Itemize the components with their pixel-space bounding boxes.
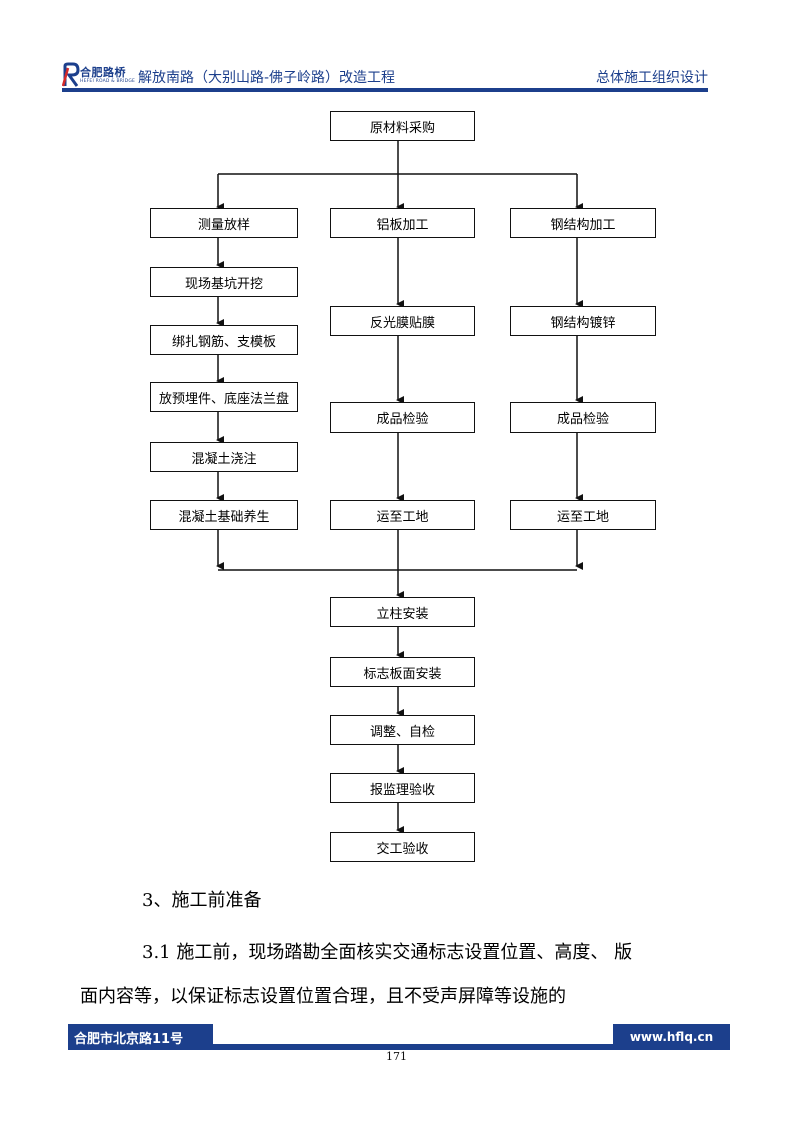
flow-step-bottom-4: 报监理验收 xyxy=(330,773,475,803)
flow-step-middle-4: 运至工地 xyxy=(330,500,475,530)
flow-step-right-2: 钢结构镀锌 xyxy=(510,306,656,336)
flow-step-middle-1: 铝板加工 xyxy=(330,208,475,238)
flow-step-bottom-2: 标志板面安装 xyxy=(330,657,475,687)
flow-step-right-1: 钢结构加工 xyxy=(510,208,656,238)
flow-step-left-5: 混凝土浇注 xyxy=(150,442,298,472)
header-rule xyxy=(62,88,708,92)
flow-step-right-4: 运至工地 xyxy=(510,500,656,530)
page-number: 171 xyxy=(386,1050,407,1063)
flow-step-procurement: 原材料采购 xyxy=(330,111,475,141)
flow-step-left-3: 绑扎钢筋、支模板 xyxy=(150,325,298,355)
logo-text: 合肥路桥 xyxy=(80,66,126,79)
footer-website: www.hflq.cn xyxy=(613,1024,730,1050)
page-footer: 合肥市北京路11号 www.hflq.cn xyxy=(68,1024,730,1050)
company-logo: 合肥路桥 HEFEI ROAD & BRIDGE xyxy=(62,62,136,88)
flow-step-bottom-5: 交工验收 xyxy=(330,832,475,862)
header-title: 解放南路（大别山路-佛子岭路）改造工程 xyxy=(138,70,396,86)
flow-step-middle-3: 成品检验 xyxy=(330,402,475,433)
flow-step-left-4: 放预埋件、底座法兰盘 xyxy=(150,382,298,412)
paragraph-line: 3.1 施工前，现场踏勘全面核实交通标志设置位置、高度、 版 xyxy=(142,942,633,963)
flow-step-left-6: 混凝土基础养生 xyxy=(150,500,298,530)
flow-step-left-1: 测量放样 xyxy=(150,208,298,238)
flow-step-right-3: 成品检验 xyxy=(510,402,656,433)
logo-subtext: HEFEI ROAD & BRIDGE xyxy=(80,79,136,84)
flow-step-left-2: 现场基坑开挖 xyxy=(150,267,298,297)
section-heading: 3、施工前准备 xyxy=(142,890,262,911)
flow-step-bottom-1: 立柱安装 xyxy=(330,597,475,627)
flow-step-bottom-3: 调整、自检 xyxy=(330,715,475,745)
footer-rule xyxy=(213,1044,613,1050)
header-document-name: 总体施工组织设计 xyxy=(596,70,708,86)
flow-step-middle-2: 反光膜贴膜 xyxy=(330,306,475,336)
paragraph-line: 面内容等，以保证标志设置位置合理，且不受声屏障等设施的 xyxy=(80,986,566,1007)
logo-mark-icon xyxy=(62,62,80,87)
footer-address: 合肥市北京路11号 xyxy=(68,1024,213,1050)
page-header: 合肥路桥 HEFEI ROAD & BRIDGE 解放南路（大别山路-佛子岭路）… xyxy=(62,60,730,92)
